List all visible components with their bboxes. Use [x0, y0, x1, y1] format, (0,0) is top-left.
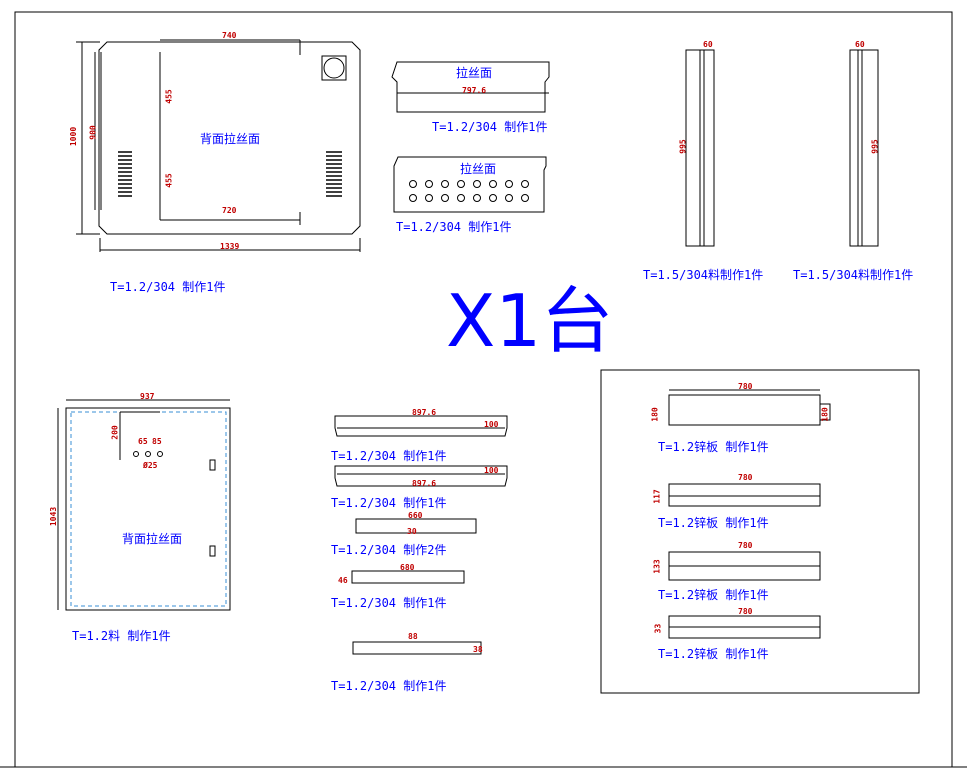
top-strip-spec: T=1.2/304 制作1件 — [432, 120, 548, 134]
vent-left — [118, 151, 132, 197]
bar-1-dim2: 100 — [484, 420, 499, 429]
zinc-1-shape — [668, 389, 831, 426]
zinc-3-spec: T=1.2锌板 制作1件 — [658, 588, 769, 602]
zinc-3-shape — [668, 551, 821, 581]
zinc-4-shape — [668, 615, 821, 639]
rail-left-spec: T=1.5/304料制作1件 — [643, 268, 764, 282]
back-panel-shape — [76, 39, 361, 252]
top-strip-note: 拉丝面 — [456, 66, 493, 80]
side-panel-height-dim: 1043 — [49, 506, 59, 527]
back-panel-spec: T=1.2/304 制作1件 — [110, 280, 226, 294]
bar-3-shape — [355, 518, 477, 534]
back-panel-height-dim: 1000 — [69, 126, 79, 147]
top-strip-dim: 797.6 — [462, 86, 487, 95]
back-panel-seg1-dim: 455 — [164, 89, 174, 104]
top-strip-shape — [391, 61, 550, 113]
side-panel-dim-65: 65 — [138, 437, 148, 446]
vent-right — [326, 151, 342, 197]
side-panel-spec: T=1.2料 制作1件 — [72, 629, 171, 643]
bar-5-dim2: 38 — [473, 645, 483, 654]
zinc-1-height-dim: 180 — [650, 407, 660, 422]
zinc-4-spec: T=1.2锌板 制作1件 — [658, 647, 769, 661]
bar-4-dim2: 46 — [338, 576, 348, 585]
zinc-1-spec: T=1.2锌板 制作1件 — [658, 440, 769, 454]
bar-5-dim: 88 — [408, 632, 418, 641]
bar-1-shape — [334, 415, 508, 437]
zinc-2-spec: T=1.2锌板 制作1件 — [658, 516, 769, 530]
zinc-2-shape — [668, 483, 821, 507]
side-panel-dim-dia: Ø25 — [143, 461, 158, 470]
bar-2-dim: 897.6 — [412, 479, 437, 488]
side-panel-note: 背面拉丝面 — [122, 532, 183, 546]
bar-2-dim2: 100 — [484, 466, 499, 475]
hole-strip-note: 拉丝面 — [460, 162, 497, 176]
back-panel-side-dim: 900 — [88, 125, 98, 140]
zinc-3-width-dim: 780 — [738, 541, 753, 550]
main-quantity-label: X1台 — [446, 279, 614, 363]
rail-right-spec: T=1.5/304料制作1件 — [793, 268, 914, 282]
rail-left-width-dim: 60 — [703, 40, 713, 49]
rail-left-height-dim: 995 — [678, 139, 688, 154]
hole-strip-spec: T=1.2/304 制作1件 — [396, 220, 512, 234]
bar-4-spec: T=1.2/304 制作1件 — [331, 596, 447, 610]
bar-1-dim: 897.6 — [412, 408, 437, 417]
back-panel-inner-dim: 720 — [222, 206, 237, 215]
zinc-group-box — [600, 369, 920, 694]
back-panel-total-dim: 1339 — [220, 242, 240, 251]
side-panel-width-dim: 937 — [140, 392, 155, 401]
bar-3-dim2: 30 — [407, 527, 417, 536]
zinc-2-height-dim: 117 — [652, 489, 662, 504]
hole-strip-shape — [393, 156, 547, 213]
zinc-4-width-dim: 780 — [738, 607, 753, 616]
back-panel-seg2-dim: 455 — [164, 173, 174, 188]
bar-5-spec: T=1.2/304 制作1件 — [331, 679, 447, 693]
bar-5-shape — [352, 641, 482, 655]
side-panel-shape — [57, 399, 231, 611]
zinc-2-width-dim: 780 — [738, 473, 753, 482]
bar-2-spec: T=1.2/304 制作1件 — [331, 496, 447, 510]
bar-4-shape — [351, 570, 465, 584]
zinc-3-height-dim: 133 — [652, 559, 662, 574]
bar-3-spec: T=1.2/304 制作2件 — [331, 543, 447, 557]
side-panel-dim-200: 200 — [110, 425, 120, 440]
zinc-1-width-dim: 780 — [738, 382, 753, 391]
rail-left-shape — [685, 49, 715, 247]
bar-3-dim: 660 — [408, 511, 423, 520]
zinc-4-height-dim: 33 — [653, 623, 663, 634]
back-panel-note: 背面拉丝面 — [200, 132, 261, 146]
rail-right-shape — [849, 49, 879, 247]
bar-2-shape — [334, 465, 508, 487]
bar-4-dim: 680 — [400, 563, 415, 572]
rail-right-height-dim: 995 — [870, 139, 880, 154]
rail-right-width-dim: 60 — [855, 40, 865, 49]
zinc-1-height2-dim: 180 — [820, 407, 830, 422]
back-panel-width-dim: 740 — [222, 31, 237, 40]
side-panel-dim-85: 85 — [152, 437, 162, 446]
bar-1-spec: T=1.2/304 制作1件 — [331, 449, 447, 463]
